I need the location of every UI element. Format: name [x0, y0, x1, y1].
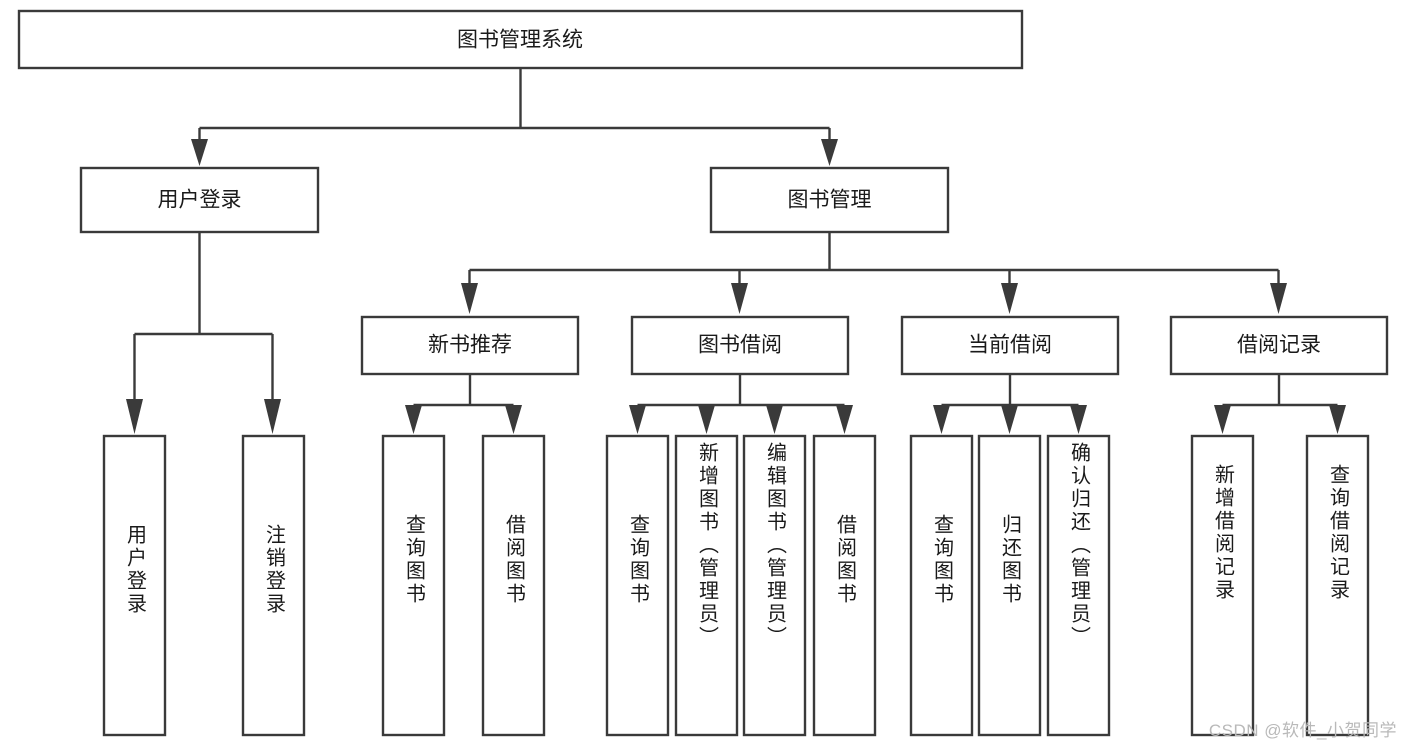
node-new-book-recommend-label: 新书推荐: [428, 334, 512, 357]
arrow-head-recommend-1: [405, 405, 422, 434]
node-current-borrow-box[interactable]: [900, 315, 1120, 376]
node-book-borrow-label: 图书借阅: [698, 334, 782, 357]
arrow-head-level2-1: [191, 139, 208, 166]
node-new-book-recommend-box[interactable]: [360, 315, 580, 376]
arrow-head-current-2: [1001, 405, 1018, 434]
leaf-box-borrow-1[interactable]: [605, 434, 670, 737]
leaf-box-borrow-3[interactable]: [742, 434, 807, 737]
node-user-login-label: 用户登录: [158, 189, 242, 212]
arrow-head-user-login-1: [126, 399, 143, 434]
node-book-borrow-box[interactable]: [630, 315, 850, 376]
leaf-box-user-login-2[interactable]: [241, 434, 306, 737]
node-borrow-record-label: 借阅记录: [1237, 334, 1321, 357]
node-borrow-record-box[interactable]: [1169, 315, 1389, 376]
arrow-head-user-login-2: [264, 399, 281, 434]
leaf-box-current-3[interactable]: [1046, 434, 1111, 737]
leaf-box-record-1[interactable]: [1190, 434, 1255, 737]
node-book-manage-label: 图书管理: [788, 189, 872, 212]
arrow-head-record-1: [1214, 405, 1231, 434]
arrow-head-recommend-2: [505, 405, 522, 434]
arrow-head-record-2: [1329, 405, 1346, 434]
leaf-box-recommend-1[interactable]: [381, 434, 446, 737]
leaf-box-recommend-2[interactable]: [481, 434, 546, 737]
leaf-box-user-login-1[interactable]: [102, 434, 167, 737]
arrow-head-current-1: [933, 405, 950, 434]
node-root-label: 图书管理系统: [457, 29, 583, 52]
arrow-head-borrow-4: [836, 405, 853, 434]
node-book-manage-box[interactable]: [709, 166, 950, 234]
leaf-box-record-2[interactable]: [1305, 434, 1370, 737]
node-current-borrow-label: 当前借阅: [968, 334, 1052, 357]
leaf-box-current-2[interactable]: [977, 434, 1042, 737]
arrow-head-level3-3: [1001, 283, 1018, 314]
leaf-box-current-1[interactable]: [909, 434, 974, 737]
leaf-box-borrow-2[interactable]: [674, 434, 739, 737]
arrow-head-level3-2: [731, 283, 748, 314]
arrow-head-borrow-1: [629, 405, 646, 434]
arrow-head-current-3: [1070, 405, 1087, 434]
node-root-box[interactable]: [17, 9, 1024, 70]
csdn-watermark: CSDN @软件_小贺同学: [1208, 721, 1397, 740]
arrow-head-borrow-3: [766, 405, 783, 434]
arrow-head-level3-4: [1270, 283, 1287, 314]
leaf-box-borrow-4[interactable]: [812, 434, 877, 737]
arrow-head-borrow-2: [698, 405, 715, 434]
arrow-head-level2-2: [821, 139, 838, 166]
arrow-head-level3-1: [461, 283, 478, 314]
